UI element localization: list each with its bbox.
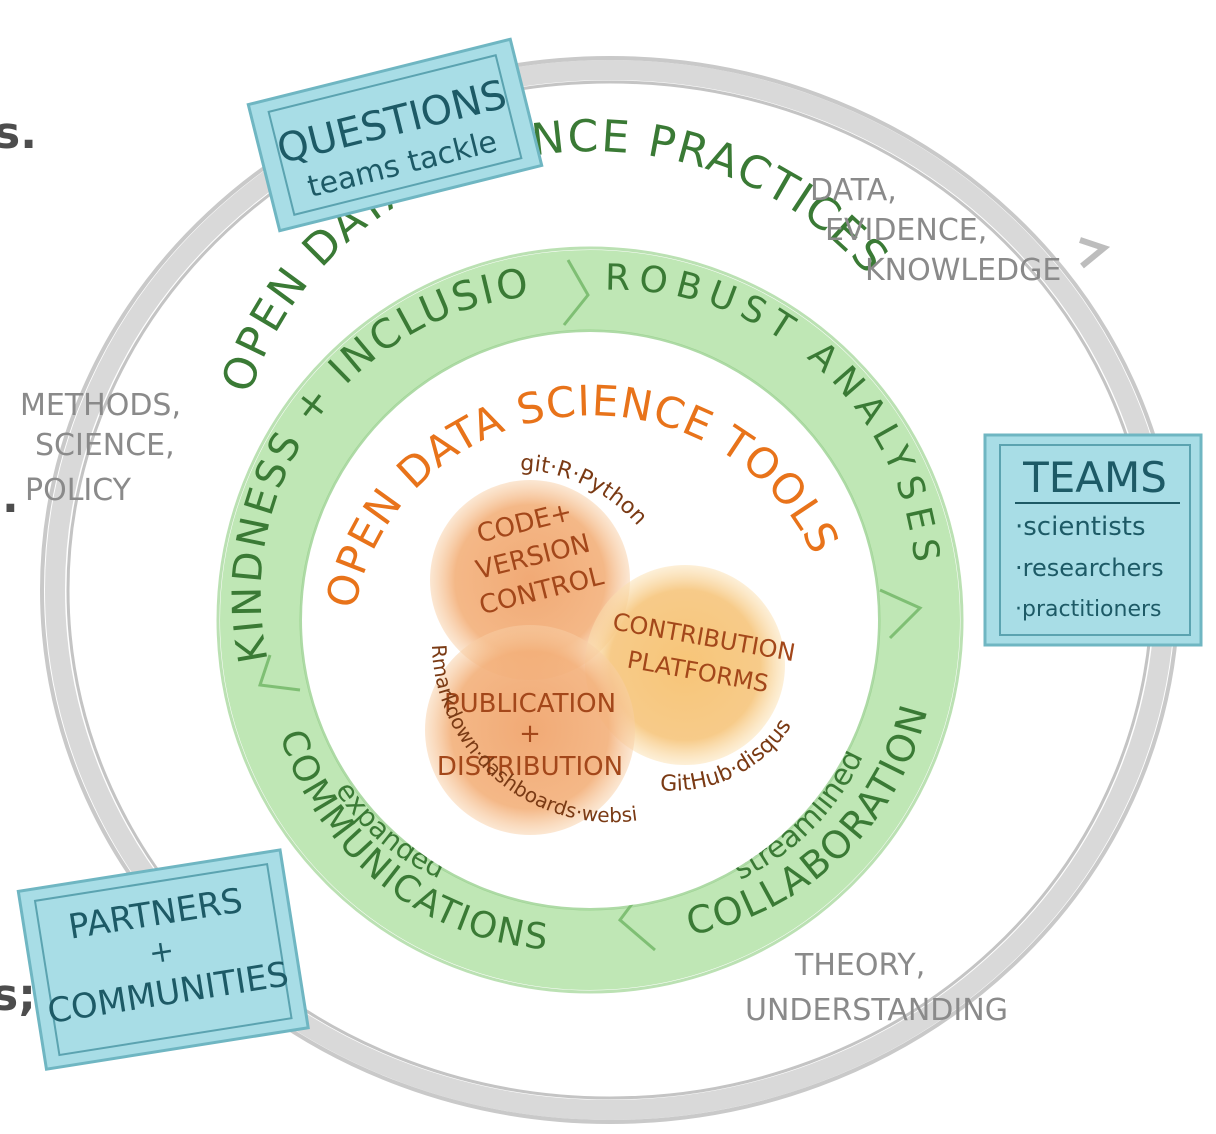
svg-text:METHODS,: METHODS,: [20, 388, 181, 423]
publication-distribution-label: PUBLICATION + DISTRIBUTION: [437, 689, 623, 782]
teams-box: TEAMS ·scientists ·researchers ·practiti…: [983, 433, 1203, 647]
fragment-middle: .: [2, 472, 19, 523]
partners-box: PARTNERS + COMMUNITIES: [16, 848, 310, 1071]
data-evidence-knowledge-label: DATA, EVIDENCE, KNOWLEDGE: [810, 173, 1061, 288]
publication-distribution-blob: [425, 625, 635, 835]
contribution-platforms-blob: [585, 565, 785, 765]
methods-science-policy-label: METHODS, SCIENCE, POLICY: [20, 388, 181, 508]
svg-text:PUBLICATION: PUBLICATION: [444, 689, 616, 719]
questions-box: QUESTIONS teams tackle: [246, 37, 544, 233]
svg-text:+: +: [519, 719, 541, 749]
teams-title: TEAMS: [1022, 453, 1167, 502]
green-practices-ring: [216, 246, 964, 994]
teams-item-researchers: ·researchers: [1015, 554, 1164, 582]
teams-item-practitioners: ·practitioners: [1015, 597, 1162, 622]
svg-text:SCIENCE,: SCIENCE,: [35, 428, 175, 463]
svg-text:THEORY,: THEORY,: [794, 948, 925, 983]
svg-text:DATA,: DATA,: [810, 173, 897, 208]
fragment-bottom: s;: [0, 970, 36, 1021]
svg-text:DISTRIBUTION: DISTRIBUTION: [437, 752, 623, 782]
theory-understanding-label: THEORY, UNDERSTANDING: [745, 948, 1008, 1028]
svg-text:UNDERSTANDING: UNDERSTANDING: [745, 993, 1008, 1028]
partners-plus: +: [146, 933, 176, 972]
svg-text:EVIDENCE,: EVIDENCE,: [825, 213, 987, 248]
svg-text:KNOWLEDGE: KNOWLEDGE: [865, 253, 1061, 288]
teams-item-scientists: ·scientists: [1015, 512, 1146, 542]
fragment-top: s.: [0, 108, 37, 159]
svg-text:POLICY: POLICY: [25, 473, 132, 508]
code-version-control-blob: [430, 480, 630, 680]
